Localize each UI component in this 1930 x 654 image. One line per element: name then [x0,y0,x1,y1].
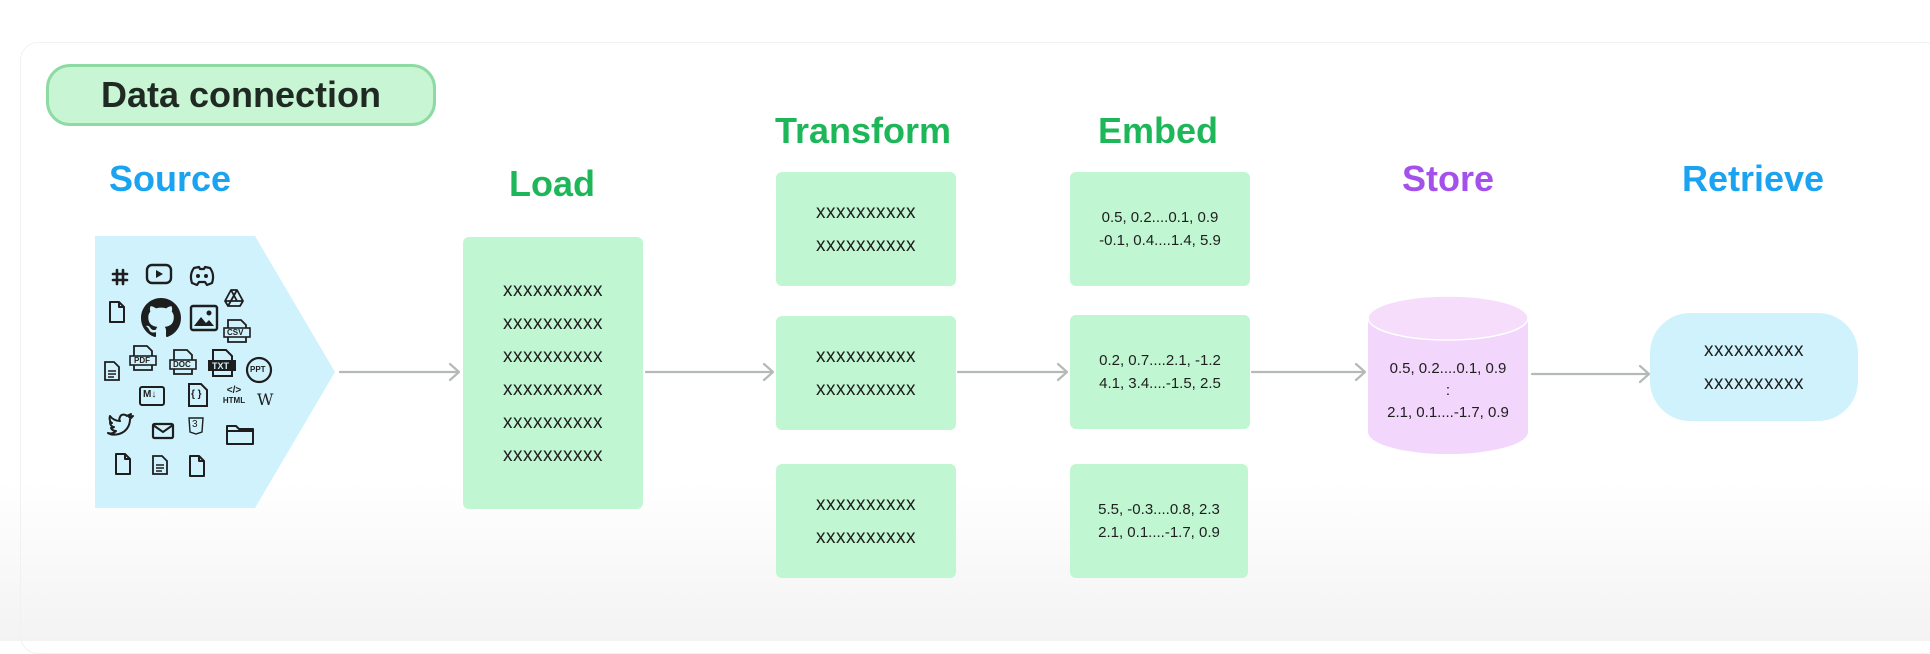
file-icon-3 [189,455,205,477]
embed-box-2: 0.2, 0.7....2.1, -1.2 4.1, 3.4....-1.5, … [1070,315,1250,429]
stage-title-retrieve: Retrieve [1681,158,1825,199]
store-line: : [1445,382,1451,399]
retrieve-line: xxxxxxxxxx [1704,340,1804,361]
file-icon-2 [115,453,131,475]
stage-title-transform: Transform [774,110,952,151]
pdf-label: PDF [134,356,150,365]
csv-label: CSV [227,328,244,337]
css-icon: 3 [187,416,205,436]
load-line: xxxxxxxxxx [503,280,603,301]
stage-title-store: Store [1401,158,1495,199]
stage-title-embed: Embed [1097,110,1219,151]
transform-line: xxxxxxxxxx [816,379,916,400]
arrow-load-to-transform [644,362,775,382]
code-label: { } [191,389,202,400]
load-line: xxxxxxxxxx [503,379,603,400]
markdown-label: M↓ [143,389,157,400]
embed-line: 4.1, 3.4....-1.5, 2.5 [1099,375,1221,392]
slack-icon [111,268,129,286]
youtube-icon [145,263,173,285]
database-icon [1367,295,1529,454]
store-line: 2.1, 0.1....-1.7, 0.9 [1387,404,1509,421]
transform-line: xxxxxxxxxx [816,494,916,515]
retrieve-box: xxxxxxxxxx xxxxxxxxxx [1650,313,1858,421]
transform-line: xxxxxxxxxx [816,527,916,548]
embed-box-1: 0.5, 0.2....0.1, 0.9 -0.1, 0.4....1.4, 5… [1070,172,1250,286]
mail-icon [151,422,175,440]
transform-line: xxxxxxxxxx [816,346,916,367]
arrow-transform-to-embed [956,362,1069,382]
retrieve-line: xxxxxxxxxx [1704,373,1804,394]
twitter-icon [107,413,134,436]
code-file-icon: { } [187,382,209,408]
transform-box-1: xxxxxxxxxx xxxxxxxxxx [776,172,956,286]
google-drive-icon [224,289,244,307]
load-line: xxxxxxxxxx [503,346,603,367]
load-line: xxxxxxxxxx [503,445,603,466]
html-label: HTML [222,396,246,405]
html-icon: </> HTML [219,386,249,410]
load-line: xxxxxxxxxx [503,313,603,334]
store-cylinder: 0.5, 0.2....0.1, 0.9 : 2.1, 0.1....-1.7,… [1367,294,1529,456]
text-file-icon [104,361,120,381]
transform-box-3: xxxxxxxxxx xxxxxxxxxx [776,464,956,578]
embed-line: 5.5, -0.3....0.8, 2.3 [1098,501,1220,518]
embed-line: 2.1, 0.1....-1.7, 0.9 [1098,524,1220,541]
source-container: CSV PDF DOC TXT PPT M↓ { } </> HTML W [95,236,335,508]
ppt-label: PPT [250,365,266,374]
data-connection-badge: Data connection [46,64,436,126]
embed-line: 0.2, 0.7....2.1, -1.2 [1099,352,1221,369]
load-line: xxxxxxxxxx [503,412,603,433]
css-label: 3 [192,419,198,430]
arrow-store-to-retrieve [1530,364,1651,384]
github-icon [141,298,181,338]
folder-icon [226,425,254,445]
arrow-embed-to-store [1250,362,1367,382]
wikipedia-icon: W [257,390,274,409]
embed-box-3: 5.5, -0.3....0.8, 2.3 2.1, 0.1....-1.7, … [1070,464,1248,578]
transform-box-2: xxxxxxxxxx xxxxxxxxxx [776,316,956,430]
doc-label: DOC [173,360,191,369]
txt-icon: TXT [207,348,237,378]
badge-label: Data connection [100,74,382,115]
ppt-icon: PPT [245,356,273,384]
markdown-icon: M↓ [139,386,165,406]
embed-line: 0.5, 0.2....0.1, 0.9 [1101,209,1219,226]
csv-icon: CSV [223,318,251,344]
stage-title-source: Source [108,158,232,199]
store-values: 0.5, 0.2....0.1, 0.9 : 2.1, 0.1....-1.7,… [1363,358,1533,424]
doc-icon: DOC [169,348,197,376]
load-box: xxxxxxxxxx xxxxxxxxxx xxxxxxxxxx xxxxxxx… [463,237,643,509]
transform-line: xxxxxxxxxx [816,202,916,223]
arrow-source-to-load [338,362,461,382]
embed-line: -0.1, 0.4....1.4, 5.9 [1099,232,1221,249]
txt-label: TXT [212,361,229,371]
text-file-icon-2 [152,455,168,475]
stage-title-load: Load [509,163,595,204]
store-line: 0.5, 0.2....0.1, 0.9 [1389,360,1507,377]
file-icon [109,301,125,323]
image-icon [189,304,219,332]
pdf-icon: PDF [129,344,157,372]
transform-line: xxxxxxxxxx [816,235,916,256]
discord-icon [189,265,215,287]
